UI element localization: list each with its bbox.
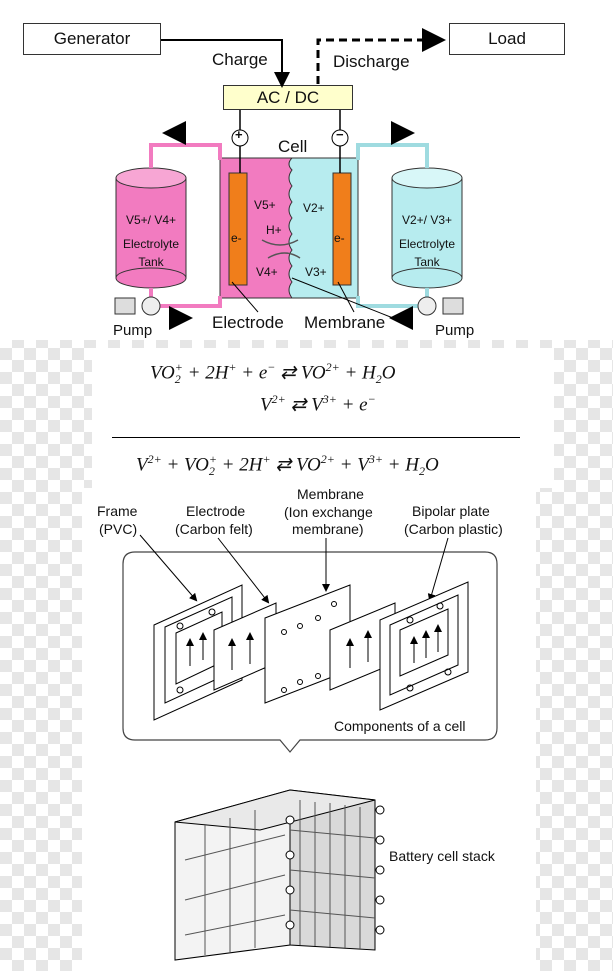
right-electrode [332, 172, 352, 286]
electrode-comp-label-2: (Carbon felt) [175, 521, 253, 537]
equation-overall: V2+ + VO2+ + 2H+ ⇄ VO2+ + V3+ + H2O [136, 452, 439, 479]
equations-panel: VO2+ + 2H+ + e− ⇄ VO2+ + H2O V2+ ⇄ V3+ +… [92, 348, 554, 488]
left-electron: e- [231, 231, 242, 245]
membrane-comp-label-2: (Ion exchange [284, 504, 373, 520]
pump-right-label: Pump [435, 322, 475, 339]
left-ion-top: V5+ [254, 198, 276, 212]
right-ion-top: V2+ [303, 201, 325, 215]
left-tank-ions: V5+/ V4+ [125, 213, 177, 227]
left-tank [115, 167, 187, 289]
right-ion-bot: V3+ [305, 265, 327, 279]
equation-negative: V2+ ⇄ V3+ + e− [260, 392, 376, 416]
left-electrode [228, 172, 248, 286]
right-tank-name-2: Tank [414, 255, 440, 269]
left-ion-bot: V4+ [256, 265, 278, 279]
flow-battery-panel: Generator Load Charge Discharge AC / DC … [0, 0, 613, 340]
right-pump [417, 296, 464, 316]
left-tank-name-1: Electrolyte [122, 237, 180, 251]
cell-label: Cell [278, 137, 308, 156]
equation-divider [112, 437, 520, 438]
left-ion-mid: H+ [266, 223, 282, 237]
electrode-label: Electrode [212, 313, 284, 332]
membrane-comp-label-3: membrane) [292, 521, 364, 537]
plus-sign: + [235, 127, 243, 142]
generator-box: Generator [23, 23, 161, 55]
frame-label-2: (PVC) [99, 521, 138, 537]
pump-left-label: Pump [113, 322, 153, 339]
load-box: Load [449, 23, 565, 55]
positive-terminal [231, 129, 249, 147]
right-tank-name-1: Electrolyte [398, 237, 456, 251]
frame-label-1: Frame [97, 503, 138, 519]
equation-positive: VO2+ + 2H+ + e− ⇄ VO2+ + H2O [150, 360, 396, 387]
discharge-label: Discharge [333, 52, 410, 71]
minus-sign: − [336, 127, 344, 142]
left-pump [114, 296, 161, 316]
charge-arrow [161, 39, 290, 88]
membrane-component [264, 584, 351, 704]
right-electron: e- [334, 231, 345, 245]
left-tank-name-2: Tank [138, 255, 164, 269]
flow-diagram-svg [114, 28, 464, 330]
left-pipe-top [149, 143, 222, 168]
charge-label: Charge [212, 50, 268, 69]
electrode-comp-label-1: Electrode [186, 503, 246, 519]
membrane-comp-label-1: Membrane [297, 486, 364, 502]
stack-caption: Battery cell stack [389, 848, 495, 864]
bipolar-label-2: (Carbon plastic) [404, 521, 503, 537]
discharge-arrow [316, 28, 446, 84]
right-tank-ions: V2+/ V3+ [401, 213, 453, 227]
right-tank [391, 167, 463, 289]
battery-stack [174, 789, 385, 961]
membrane-label: Membrane [304, 313, 386, 332]
negative-terminal [331, 129, 349, 147]
bipolar-plate-component [379, 581, 469, 711]
bipolar-label-1: Bipolar plate [412, 503, 490, 519]
components-caption: Components of a cell [334, 718, 466, 734]
right-pipe-top [356, 143, 429, 168]
